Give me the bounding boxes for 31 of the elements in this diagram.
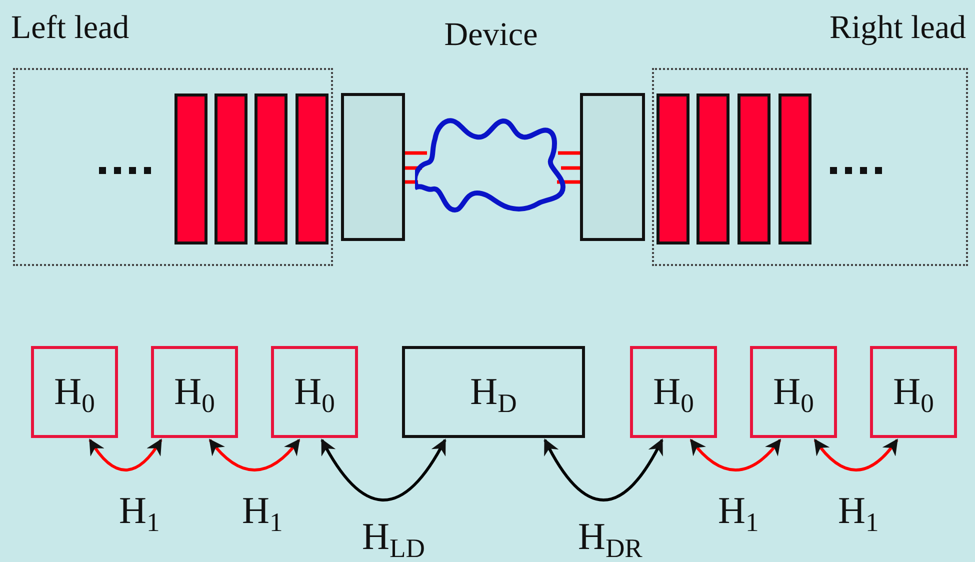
hamiltonian-box <box>271 346 358 438</box>
coupling-arrow <box>320 438 446 502</box>
coupling-arrow <box>544 438 664 502</box>
hamiltonian-label: H$_{D}$ <box>470 370 517 414</box>
coupling-line <box>405 151 427 155</box>
hamiltonian-label: H$_{0}$ <box>653 370 694 414</box>
hamiltonian-label: H$_{0}$ <box>773 370 814 414</box>
coupling-line <box>558 151 580 155</box>
hamiltonian-box <box>402 346 585 438</box>
hamiltonian-label: H$_{0}$ <box>174 370 215 414</box>
region-title: Left lead <box>11 10 130 47</box>
coupling-line <box>405 180 418 184</box>
hamiltonian-label: H$_{0}$ <box>893 370 934 414</box>
coupling-line <box>561 166 580 170</box>
hamiltonian-box <box>31 346 118 438</box>
hamiltonian-box <box>750 346 837 438</box>
coupling-arrow <box>690 438 782 472</box>
hamiltonian-box <box>870 346 957 438</box>
hamiltonian-box <box>630 346 717 438</box>
contact-block <box>580 93 645 241</box>
hamiltonian-box <box>151 346 238 438</box>
coupling-arrow <box>208 438 300 472</box>
region-title: Right lead <box>829 10 966 47</box>
hamiltonian-label: H$_{0}$ <box>54 370 95 414</box>
coupling-arrow <box>814 438 898 472</box>
region-title: Device <box>444 17 538 54</box>
contact-block <box>341 93 405 241</box>
coupling-arrow <box>88 438 162 472</box>
coupling-line <box>557 180 580 184</box>
coupling-line <box>405 166 422 170</box>
hamiltonian-label: H$_{0}$ <box>294 370 335 414</box>
